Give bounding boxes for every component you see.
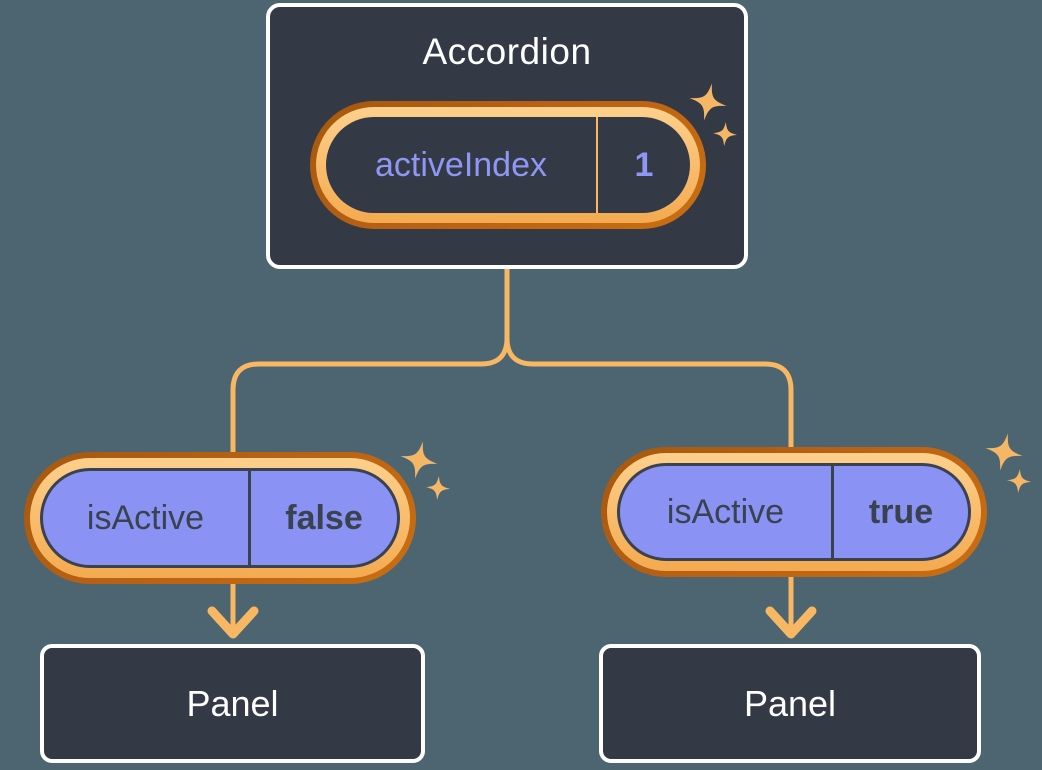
prop-name-left: isActive <box>86 498 205 537</box>
state-pill: activeIndex 1 <box>310 101 706 229</box>
panel-card-right: Panel <box>599 644 981 763</box>
sparkle-icon <box>426 476 450 500</box>
prop-pill-left: isActive false <box>24 452 416 584</box>
pill-divider <box>596 117 598 213</box>
prop-value-left: false <box>285 498 363 537</box>
prop-pill-right-ring: isActive true <box>607 453 981 571</box>
prop-name-right: isActive <box>666 492 785 531</box>
sparkle-icon <box>985 433 1023 471</box>
prop-pill-right-body: isActive true <box>617 463 971 561</box>
pill-divider <box>831 466 834 558</box>
prop-pill-left-body: isActive false <box>40 468 400 568</box>
state-pill-ring: activeIndex 1 <box>316 107 700 223</box>
state-pill-body: activeIndex 1 <box>326 117 690 213</box>
arrowhead-icon-left <box>207 606 259 639</box>
sparkle-icon <box>400 441 438 479</box>
state-value: 1 <box>634 145 654 184</box>
prop-value-right: true <box>868 492 934 531</box>
prop-pill-right: isActive true <box>601 447 987 577</box>
prop-pill-left-ring: isActive false <box>30 458 410 578</box>
state-name: activeIndex <box>375 145 547 184</box>
sparkle-icon <box>1007 469 1031 493</box>
panel-card-left: Panel <box>40 644 425 763</box>
accordion-title: Accordion <box>422 31 592 72</box>
arrowhead-icon-right <box>765 606 817 639</box>
